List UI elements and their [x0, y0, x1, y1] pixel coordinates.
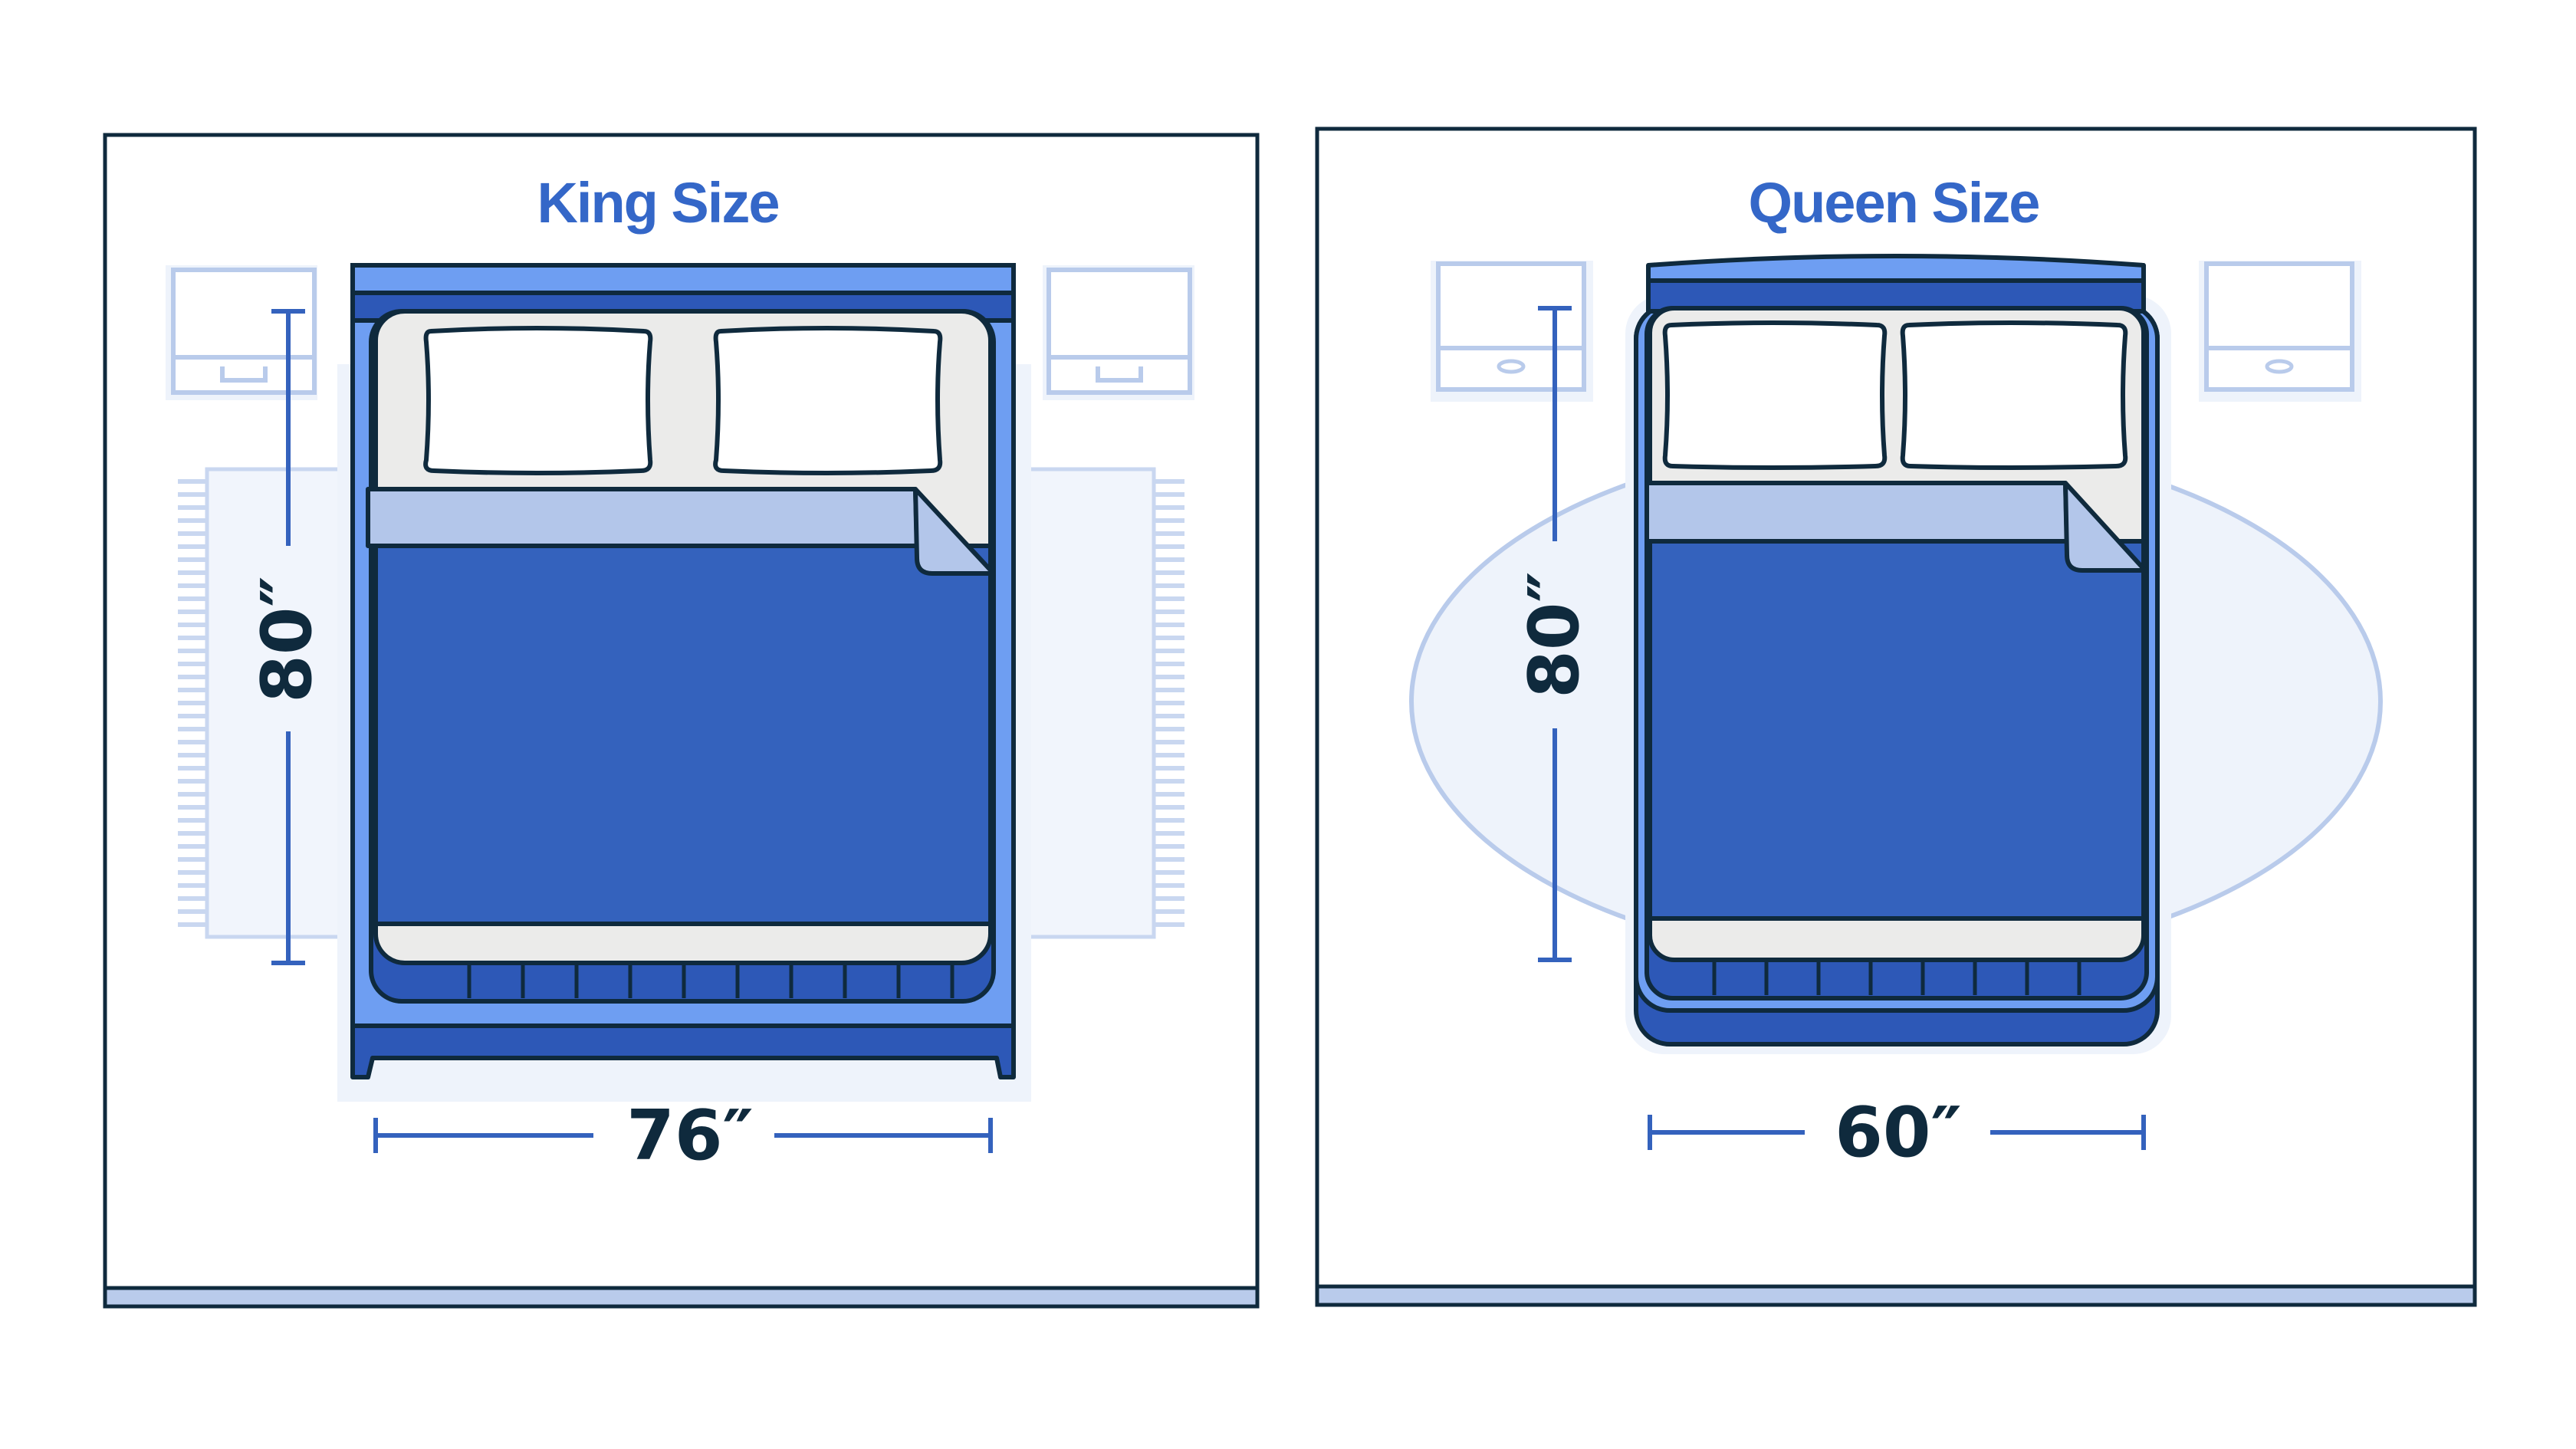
queen-panel: Queen Size: [1315, 127, 2477, 1307]
king-pillow-left: [423, 326, 653, 475]
queen-blanket-corner: [2063, 481, 2147, 573]
queen-title: Queen Size: [1749, 171, 2039, 235]
queen-length-label: 80″: [1514, 571, 1595, 698]
queen-width-dimension: [1648, 1115, 2146, 1150]
king-bed: [350, 263, 1016, 1079]
king-nightstand-right: [1043, 265, 1194, 400]
king-floor-strip: [103, 1286, 1260, 1309]
king-width-dimension: [373, 1118, 993, 1153]
queen-floor-strip: [1315, 1284, 2477, 1307]
king-blanket: [373, 544, 993, 926]
king-panel: King Size: [103, 133, 1260, 1309]
queen-bed: [1634, 254, 2160, 1046]
king-blanket-fold: [366, 487, 919, 548]
queen-width-label: 60″: [1835, 1092, 1961, 1173]
king-width-label: 76″: [626, 1096, 753, 1176]
king-length-label: 80″: [247, 576, 327, 702]
king-blanket-corner: [913, 487, 996, 576]
queen-blanket-fold: [1644, 481, 2069, 544]
queen-pillow-left: [1662, 320, 1888, 470]
queen-nightstand-right: [2199, 261, 2361, 402]
queen-blanket: [1648, 539, 2146, 921]
king-nightstand-left: [166, 265, 317, 400]
king-length-dimension: [271, 309, 305, 965]
queen-nightstand-left: [1431, 261, 1593, 402]
king-title: King Size: [537, 171, 778, 235]
queen-pillow-right: [1900, 320, 2128, 470]
king-pillow-right: [713, 326, 943, 475]
queen-length-dimension: [1538, 306, 1572, 962]
